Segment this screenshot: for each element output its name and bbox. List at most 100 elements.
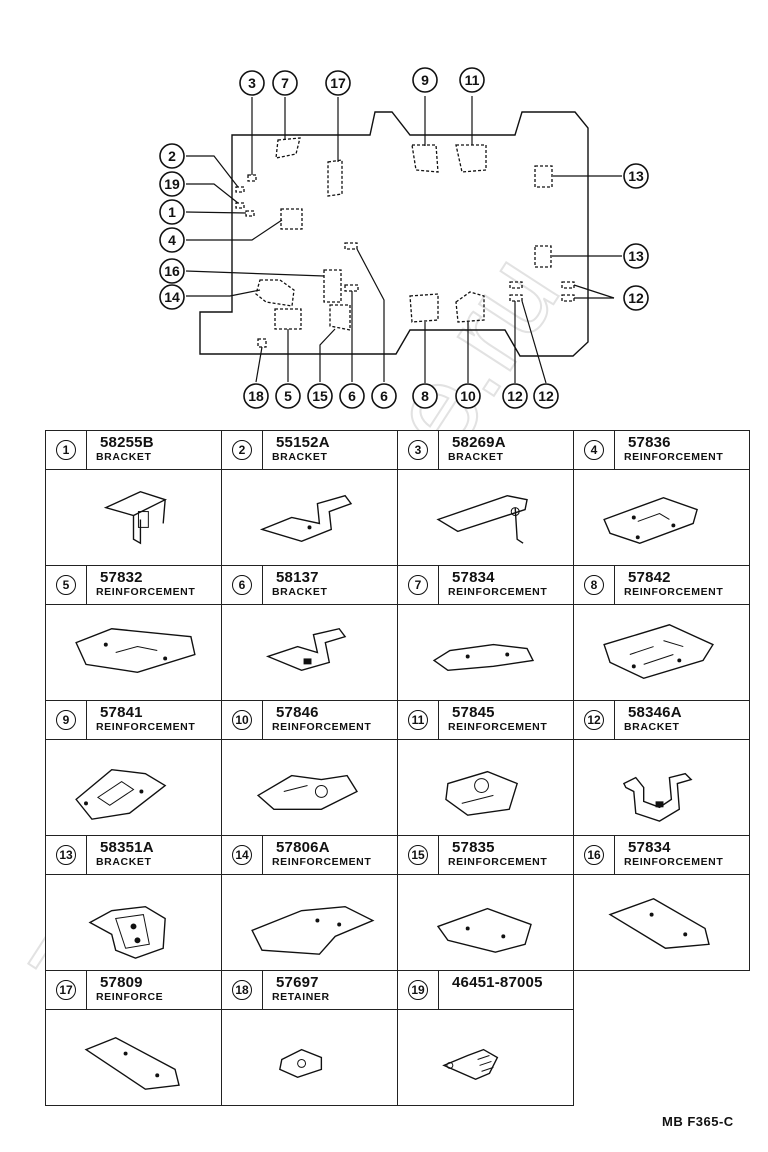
callout-number: 5 xyxy=(284,388,292,404)
callout-number: 14 xyxy=(164,289,180,305)
callout-right-1: 13 xyxy=(623,243,649,269)
part-illustration xyxy=(398,470,573,565)
part-name: REINFORCEMENT xyxy=(448,721,548,733)
part-outline-10 xyxy=(455,291,485,323)
part-index-box: 13 xyxy=(46,836,87,874)
callout-number: 8 xyxy=(421,388,429,404)
callout-right-2: 12 xyxy=(623,285,649,311)
callout-number: 13 xyxy=(628,248,644,264)
callout-number: 12 xyxy=(507,388,523,404)
part-name: REINFORCEMENT xyxy=(624,856,724,868)
callout-number: 15 xyxy=(312,388,328,404)
part-illustration xyxy=(222,875,397,970)
part-number: 57845 xyxy=(452,704,495,721)
part-index: 5 xyxy=(56,575,76,595)
callout-number: 2 xyxy=(168,148,176,164)
part-outline-13b xyxy=(534,245,552,268)
part-number: 55152A xyxy=(276,434,330,451)
part-index-box: 16 xyxy=(574,836,615,874)
part-outline-13a xyxy=(534,165,553,188)
part-illustration xyxy=(46,740,221,835)
part-illustration xyxy=(46,1010,221,1105)
callout-number: 6 xyxy=(380,388,388,404)
callout-left-5: 14 xyxy=(159,284,185,310)
part-name: REINFORCEMENT xyxy=(96,721,196,733)
floor-outline xyxy=(199,111,589,357)
part-illustration xyxy=(222,470,397,565)
part-outline-19 xyxy=(235,202,245,209)
callout-bottom-1: 5 xyxy=(275,383,301,409)
part-outline-18 xyxy=(257,338,267,348)
callout-number: 7 xyxy=(281,75,289,91)
part-index-box: 7 xyxy=(398,566,439,604)
part-illustration xyxy=(574,875,749,970)
callout-top-2: 17 xyxy=(325,70,351,96)
part-illustration xyxy=(398,1010,573,1105)
part-number: 57832 xyxy=(100,569,143,586)
callout-left-0: 2 xyxy=(159,143,185,169)
part-index-box: 6 xyxy=(222,566,263,604)
part-index: 18 xyxy=(232,980,252,1000)
callout-number: 9 xyxy=(421,72,429,88)
part-outline-2 xyxy=(235,186,245,193)
callout-bottom-7: 12 xyxy=(502,383,528,409)
part-index-box: 4 xyxy=(574,431,615,469)
part-illustration xyxy=(222,605,397,700)
part-outline-15 xyxy=(329,304,351,331)
part-name: BRACKET xyxy=(624,721,680,733)
callout-number: 16 xyxy=(164,263,180,279)
part-name: REINFORCEMENT xyxy=(624,586,724,598)
part-number: 57697 xyxy=(276,974,319,991)
part-name: BRACKET xyxy=(448,451,504,463)
part-index: 4 xyxy=(584,440,604,460)
part-index: 11 xyxy=(408,710,428,730)
part-index-box: 17 xyxy=(46,971,87,1009)
part-name: RETAINER xyxy=(272,991,330,1003)
callout-number: 6 xyxy=(348,388,356,404)
callout-bottom-4: 6 xyxy=(371,383,397,409)
part-index: 1 xyxy=(56,440,76,460)
part-outline-12a xyxy=(509,281,523,289)
part-number: 58255B xyxy=(100,434,154,451)
callout-number: 19 xyxy=(164,176,180,192)
callout-top-1: 7 xyxy=(272,70,298,96)
part-name: BRACKET xyxy=(96,856,152,868)
part-index: 8 xyxy=(584,575,604,595)
part-number: 46451-87005 xyxy=(452,974,543,991)
part-name: REINFORCEMENT xyxy=(624,451,724,463)
part-illustration xyxy=(574,605,749,700)
part-illustration xyxy=(574,470,749,565)
part-index-box: 1 xyxy=(46,431,87,469)
part-index: 14 xyxy=(232,845,252,865)
part-number: 58269A xyxy=(452,434,506,451)
part-index-box: 10 xyxy=(222,701,263,739)
callout-left-4: 16 xyxy=(159,258,185,284)
part-number: 58351A xyxy=(100,839,154,856)
callout-top-3: 9 xyxy=(412,67,438,93)
callout-number: 13 xyxy=(628,168,644,184)
part-outline-16 xyxy=(323,269,342,303)
